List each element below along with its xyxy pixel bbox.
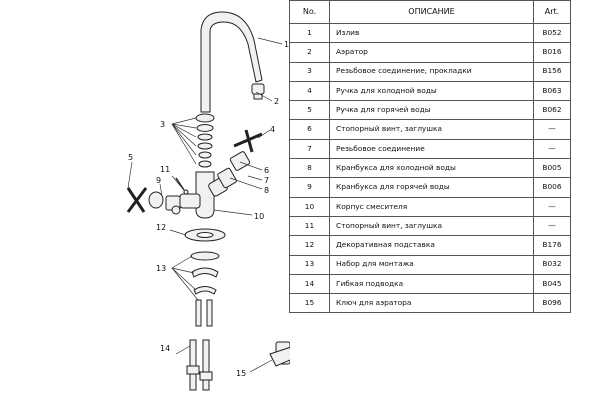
row-description: Ключ для аэратора xyxy=(329,293,534,314)
row-num: 3 xyxy=(289,61,330,82)
callout-9: 9 xyxy=(156,176,161,185)
row-num: 9 xyxy=(289,177,330,198)
row-art: B052 xyxy=(533,22,571,44)
row-description: Гибкая подводка xyxy=(329,273,534,295)
decorative-base xyxy=(184,228,226,242)
exploded-faucet-diagram: 1 2 3 4 5 6 7 8 9 10 11 12 13 14 15 xyxy=(126,11,290,391)
row-art: B005 xyxy=(533,158,571,179)
cold-handle xyxy=(229,129,263,171)
row-art: — xyxy=(533,196,571,217)
row-art: B045 xyxy=(533,273,571,295)
hot-handle xyxy=(126,187,148,213)
row-description: Ручка для холодной воды xyxy=(329,80,534,102)
row-num: 10 xyxy=(289,196,330,217)
gasket-stack xyxy=(195,113,215,168)
row-num: 6 xyxy=(289,119,330,140)
aerator-key xyxy=(269,341,290,367)
row-description: Ручка для горячей воды xyxy=(329,100,534,121)
faucet-body xyxy=(179,171,228,219)
callout-13: 13 xyxy=(156,264,166,273)
row-description: Кранбукса для холодной воды xyxy=(329,158,534,179)
callout-4: 4 xyxy=(270,125,275,134)
header-description: ОПИСАНИЕ xyxy=(329,0,534,24)
cold-cartridge xyxy=(217,167,237,189)
row-description: Стопорный винт, заглушка xyxy=(329,119,534,140)
callout-10: 10 xyxy=(254,212,264,221)
callout-14: 14 xyxy=(160,344,170,353)
row-num: 2 xyxy=(289,42,330,63)
row-art: — xyxy=(533,119,571,140)
row-description: Стопорный винт, заглушка xyxy=(329,215,534,237)
row-num: 13 xyxy=(289,254,330,275)
callout-2: 2 xyxy=(274,97,279,106)
callout-12: 12 xyxy=(156,223,166,232)
row-num: 11 xyxy=(289,215,330,237)
callout-1: 1 xyxy=(284,40,289,49)
row-description: Корпус смесителя xyxy=(329,196,534,217)
row-description: Резьбовое соединение, прокладки xyxy=(329,61,534,82)
set-screw xyxy=(175,177,189,195)
header-num: No. xyxy=(289,0,330,24)
row-art: — xyxy=(533,138,571,160)
row-num: 5 xyxy=(289,100,330,121)
row-art: — xyxy=(533,215,571,237)
row-num: 8 xyxy=(289,158,330,179)
header-art: Art. xyxy=(533,0,571,24)
table-header-row: No. ОПИСАНИЕ Art. xyxy=(289,0,571,24)
callout-11: 11 xyxy=(160,165,170,174)
row-description: Кранбукса для горячей воды xyxy=(329,177,534,198)
callout-7: 7 xyxy=(264,176,269,185)
row-art: B063 xyxy=(533,80,571,102)
row-num: 12 xyxy=(289,235,330,256)
row-num: 4 xyxy=(289,80,330,102)
mounting-kit xyxy=(190,251,220,327)
aerator-part xyxy=(251,83,265,100)
spout-part xyxy=(200,11,263,113)
row-art: B062 xyxy=(533,100,571,121)
callout-8: 8 xyxy=(264,186,269,195)
row-art: B006 xyxy=(533,177,571,198)
row-art: B176 xyxy=(533,235,571,256)
row-num: 1 xyxy=(289,22,330,44)
callout-15: 15 xyxy=(236,369,246,378)
row-description: Декоративная подставка xyxy=(329,235,534,256)
row-description: Аэратор xyxy=(329,42,534,63)
row-description: Излив xyxy=(329,22,534,44)
row-description: Резьбовое соединение xyxy=(329,138,534,160)
row-art: B156 xyxy=(533,61,571,82)
row-num: 14 xyxy=(289,273,330,295)
row-num: 7 xyxy=(289,138,330,160)
callout-5: 5 xyxy=(128,153,133,162)
row-description: Набор для монтажа xyxy=(329,254,534,275)
row-art: B032 xyxy=(533,254,571,275)
flexible-hoses xyxy=(186,339,213,391)
row-num: 15 xyxy=(289,293,330,314)
row-art: B096 xyxy=(533,293,571,314)
callout-6: 6 xyxy=(264,166,269,175)
row-art: B016 xyxy=(533,42,571,63)
hot-cartridge xyxy=(148,191,181,215)
callout-3: 3 xyxy=(160,120,165,129)
